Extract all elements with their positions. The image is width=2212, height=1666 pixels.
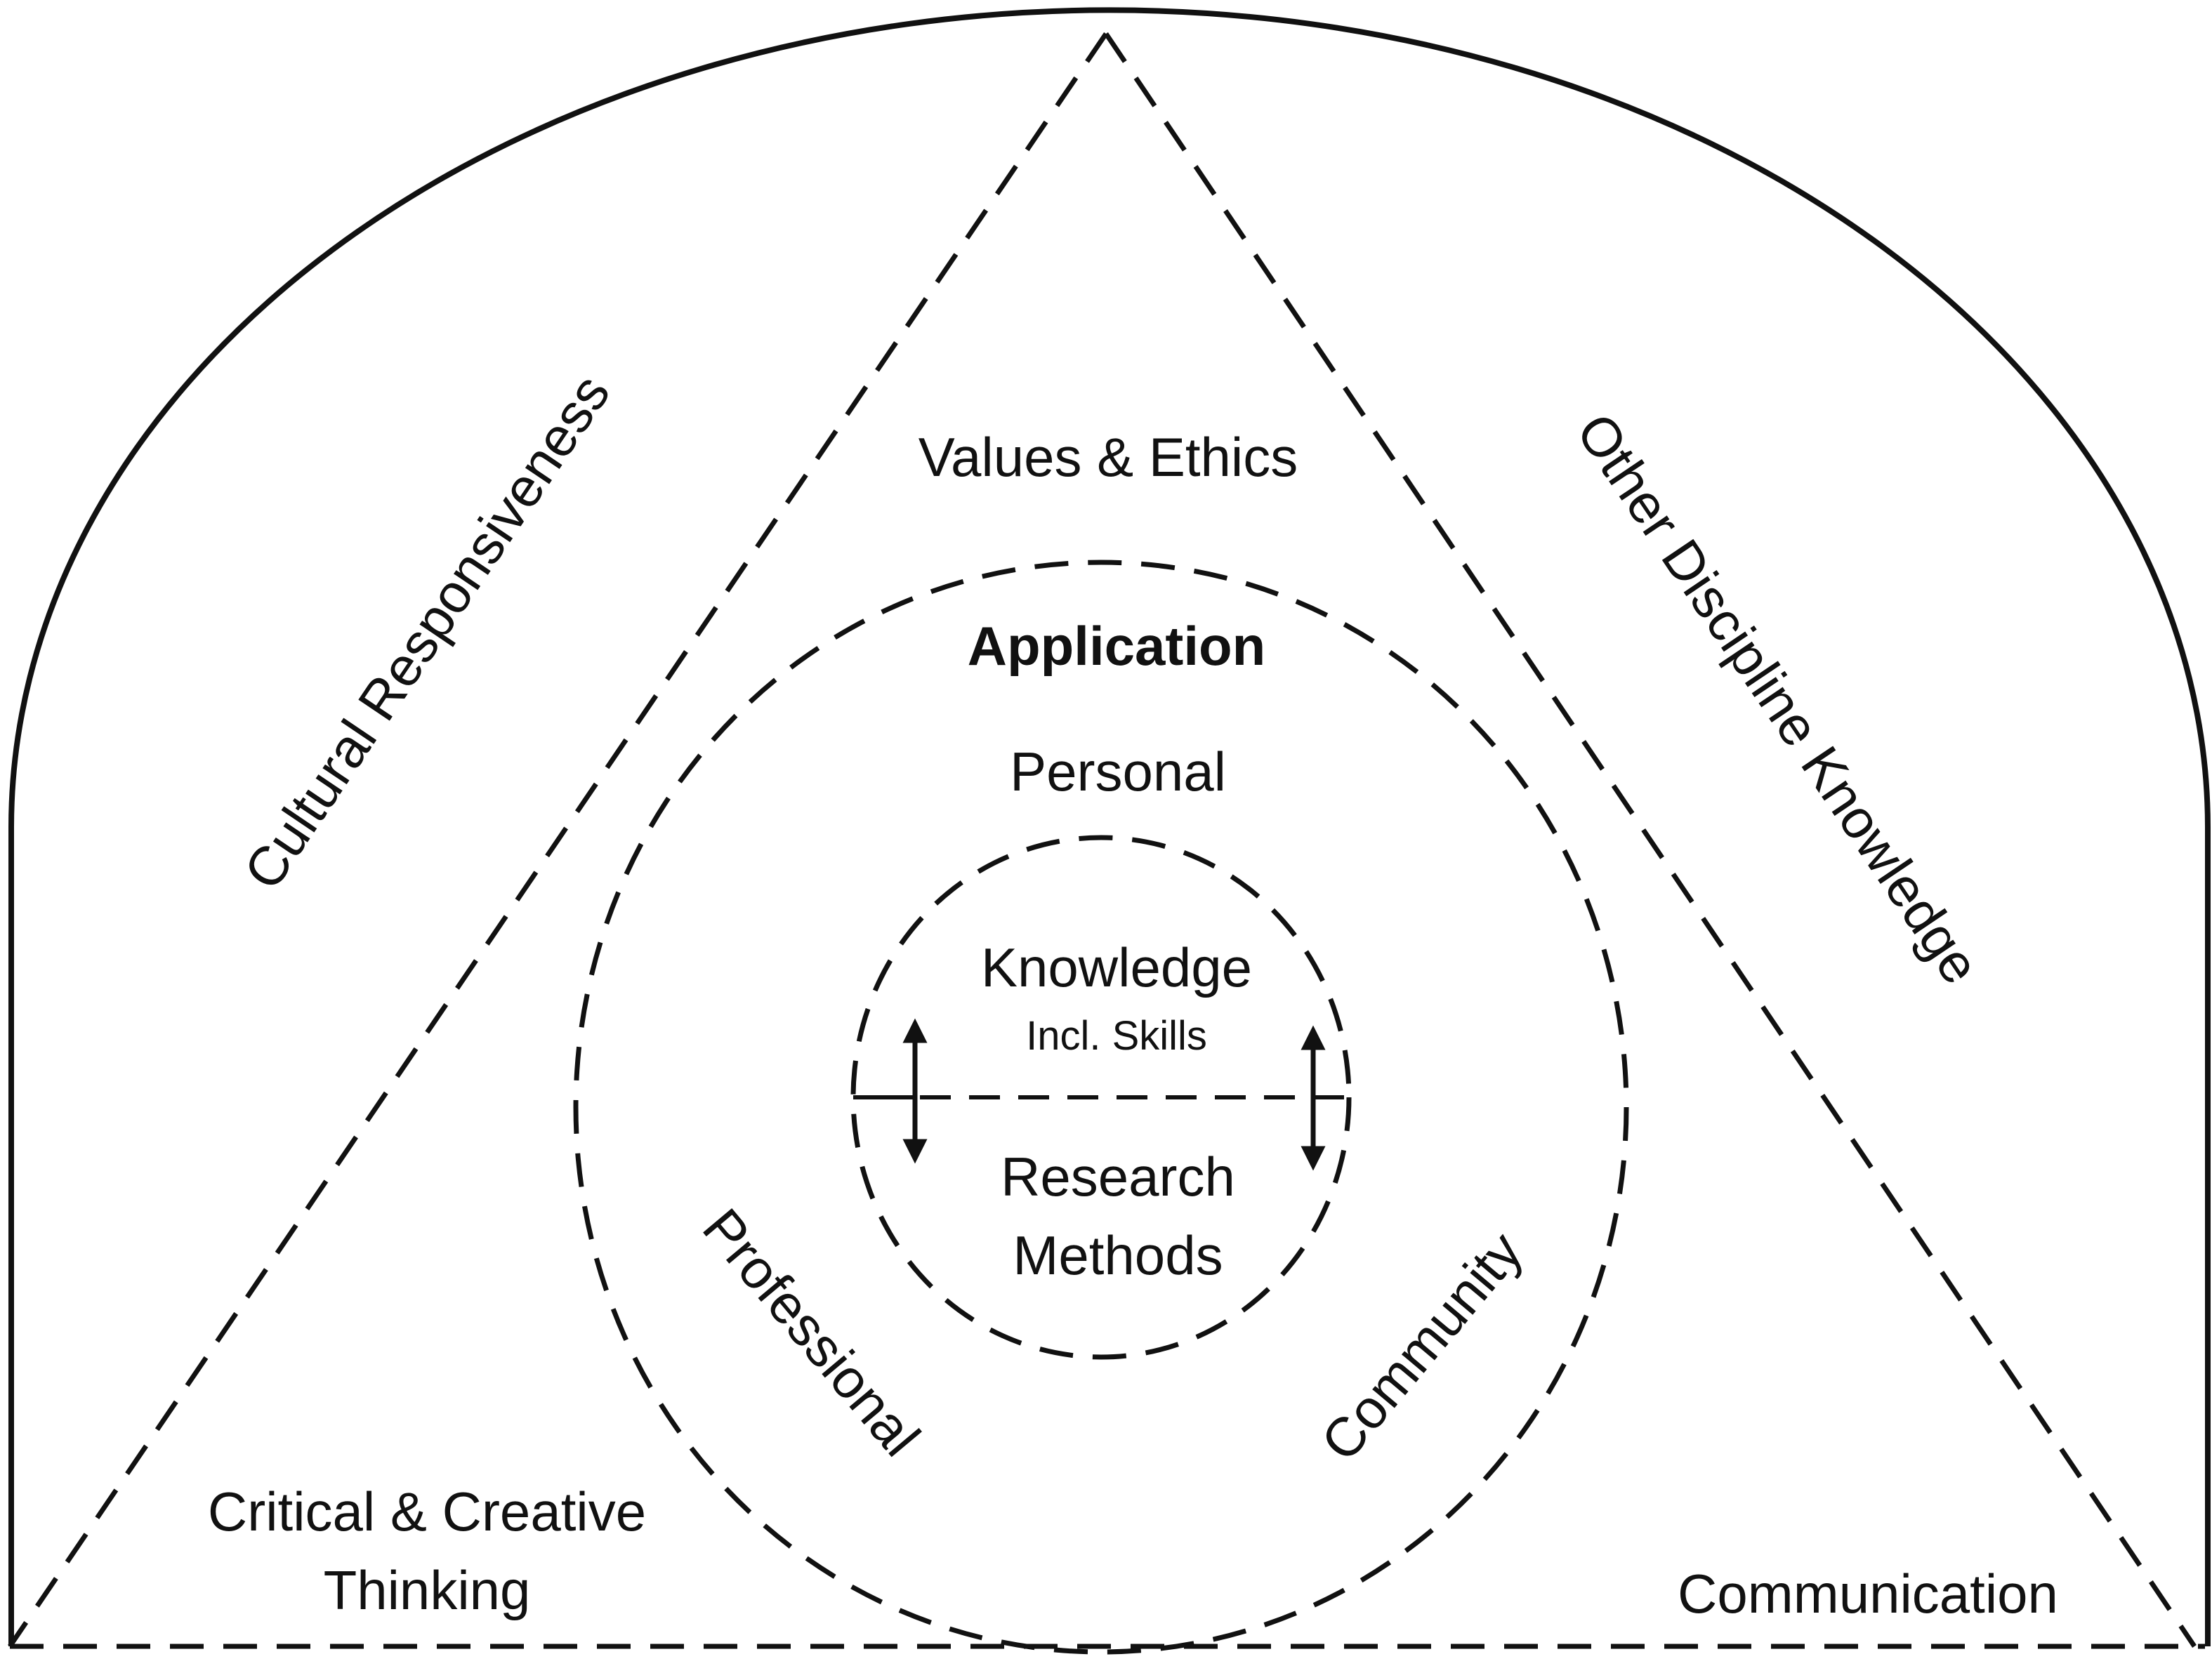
- critical-creative-label-line2: Thinking: [324, 1559, 531, 1621]
- values-ethics-label: Values & Ethics: [919, 426, 1298, 488]
- triangle-right-edge: [1104, 32, 2197, 1648]
- critical-creative-label-line1: Critical & Creative: [208, 1481, 646, 1542]
- personal-label: Personal: [1010, 741, 1226, 802]
- outer-dome: [8, 7, 2211, 1646]
- other-discipline-knowledge-label: Other Discipline Knowledge: [1565, 402, 1992, 995]
- communication-label: Communication: [1678, 1563, 2058, 1625]
- triangle-left-edge: [8, 32, 1108, 1648]
- skills-sublabel: Incl. Skills: [1026, 1013, 1207, 1059]
- knowledge-label: Knowledge: [981, 937, 1252, 998]
- application-circle: [573, 560, 1629, 1655]
- core-circle: [850, 835, 1352, 1360]
- professional-label: Professional: [691, 1197, 932, 1467]
- methods-label: Methods: [1013, 1224, 1223, 1286]
- application-title: Application: [968, 615, 1266, 677]
- community-label: Community: [1309, 1220, 1534, 1472]
- research-label: Research: [1001, 1146, 1235, 1208]
- cultural-responsiveness-label: Cultural Responsiveness: [232, 364, 621, 900]
